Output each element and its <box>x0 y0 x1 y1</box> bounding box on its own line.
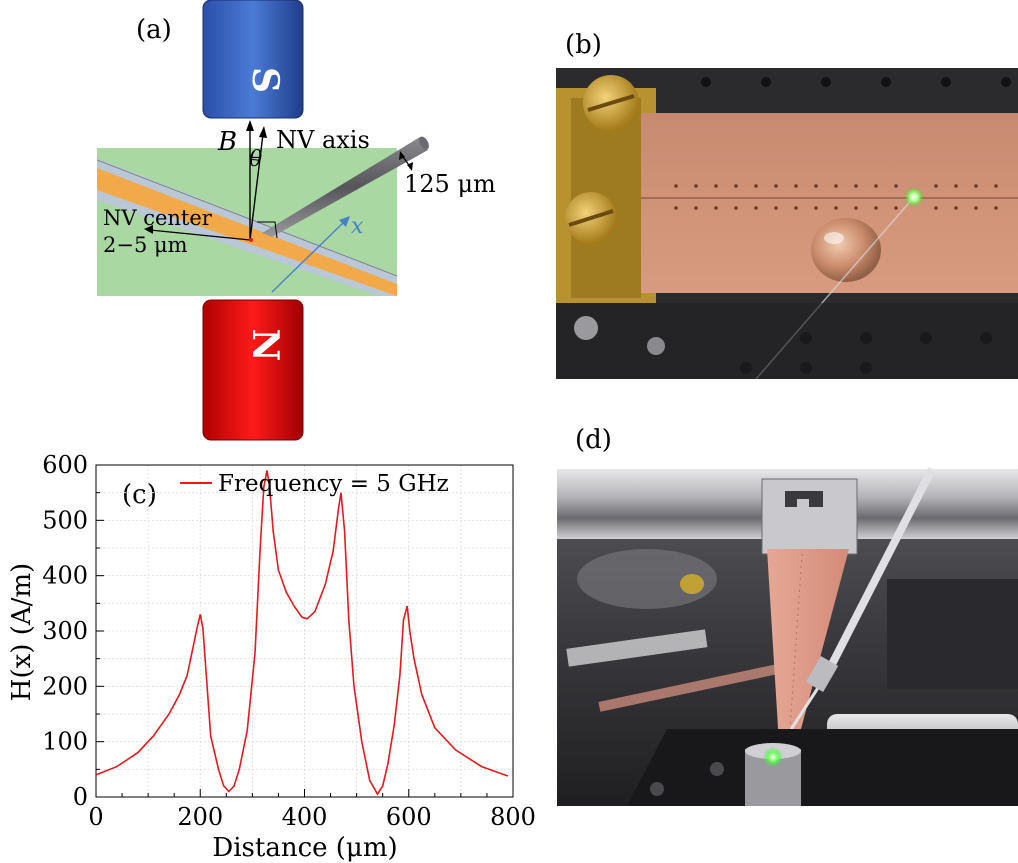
y-tick-label: 100 <box>42 728 88 756</box>
green-spot <box>763 747 783 767</box>
nv-axis-label: NV axis <box>276 126 370 154</box>
y-tick-label: 600 <box>42 451 88 479</box>
panel-a-label: (a) <box>136 15 172 45</box>
angle-label: θ <box>249 147 262 172</box>
field-label: B <box>217 127 237 157</box>
magnet-s <box>202 0 304 119</box>
chart-grid <box>95 464 514 798</box>
legend-label: Frequency = 5 GHz <box>218 471 449 497</box>
series-line <box>95 470 509 796</box>
copper-strip <box>767 549 849 744</box>
axis-ticks: 0 200 400 600 800 0 100 200 300 400 500 600 <box>42 451 536 831</box>
droplet <box>811 218 881 282</box>
y-tick-label: 500 <box>42 506 88 534</box>
nv-center-label: NV center <box>103 206 213 230</box>
strip-light-blue-upper <box>97 158 397 287</box>
panel-b-photo <box>556 68 1018 380</box>
fiber-rod <box>823 467 936 676</box>
panel-d-photo <box>557 467 1018 806</box>
y-tick-label: 0 <box>73 783 88 811</box>
x-tick-label: 400 <box>282 803 328 831</box>
y-axis-label: H(x) (A/m) <box>7 563 37 701</box>
x-axis-label: Distance (μm) <box>212 833 397 863</box>
clamp <box>761 478 858 555</box>
panel-a-diagram: S N B θ NV axis 125 μm NV center 2−5 μm … <box>97 0 496 441</box>
fiber-diameter-label: 125 μm <box>404 170 496 198</box>
panel-c-label: (c) <box>122 480 157 510</box>
x-tick-label: 0 <box>88 803 103 831</box>
y-tick-label: 300 <box>42 617 88 645</box>
strip-orange <box>97 168 397 296</box>
optical-fiber <box>262 137 428 237</box>
magnet-n-label: N <box>244 329 286 362</box>
green-spot <box>904 187 924 207</box>
strip-light-blue-lower <box>97 190 397 296</box>
y-tick-label: 200 <box>42 672 88 700</box>
magnet-n <box>202 299 304 441</box>
line-chart: 0 200 400 600 800 0 100 200 300 400 500 600 Frequen… <box>7 451 536 863</box>
magnet-s-label: S <box>244 67 286 93</box>
x-tick-label: 600 <box>386 803 432 831</box>
y-tick-label: 400 <box>42 562 88 590</box>
x-tick-label: 800 <box>490 803 536 831</box>
panel-b-label: (b) <box>565 30 602 60</box>
panel-d-label: (d) <box>575 425 612 455</box>
x-direction-label: x <box>351 214 364 239</box>
nv-center-dot <box>249 238 253 242</box>
depth-label: 2−5 μm <box>103 233 188 257</box>
x-tick-label: 200 <box>177 803 223 831</box>
